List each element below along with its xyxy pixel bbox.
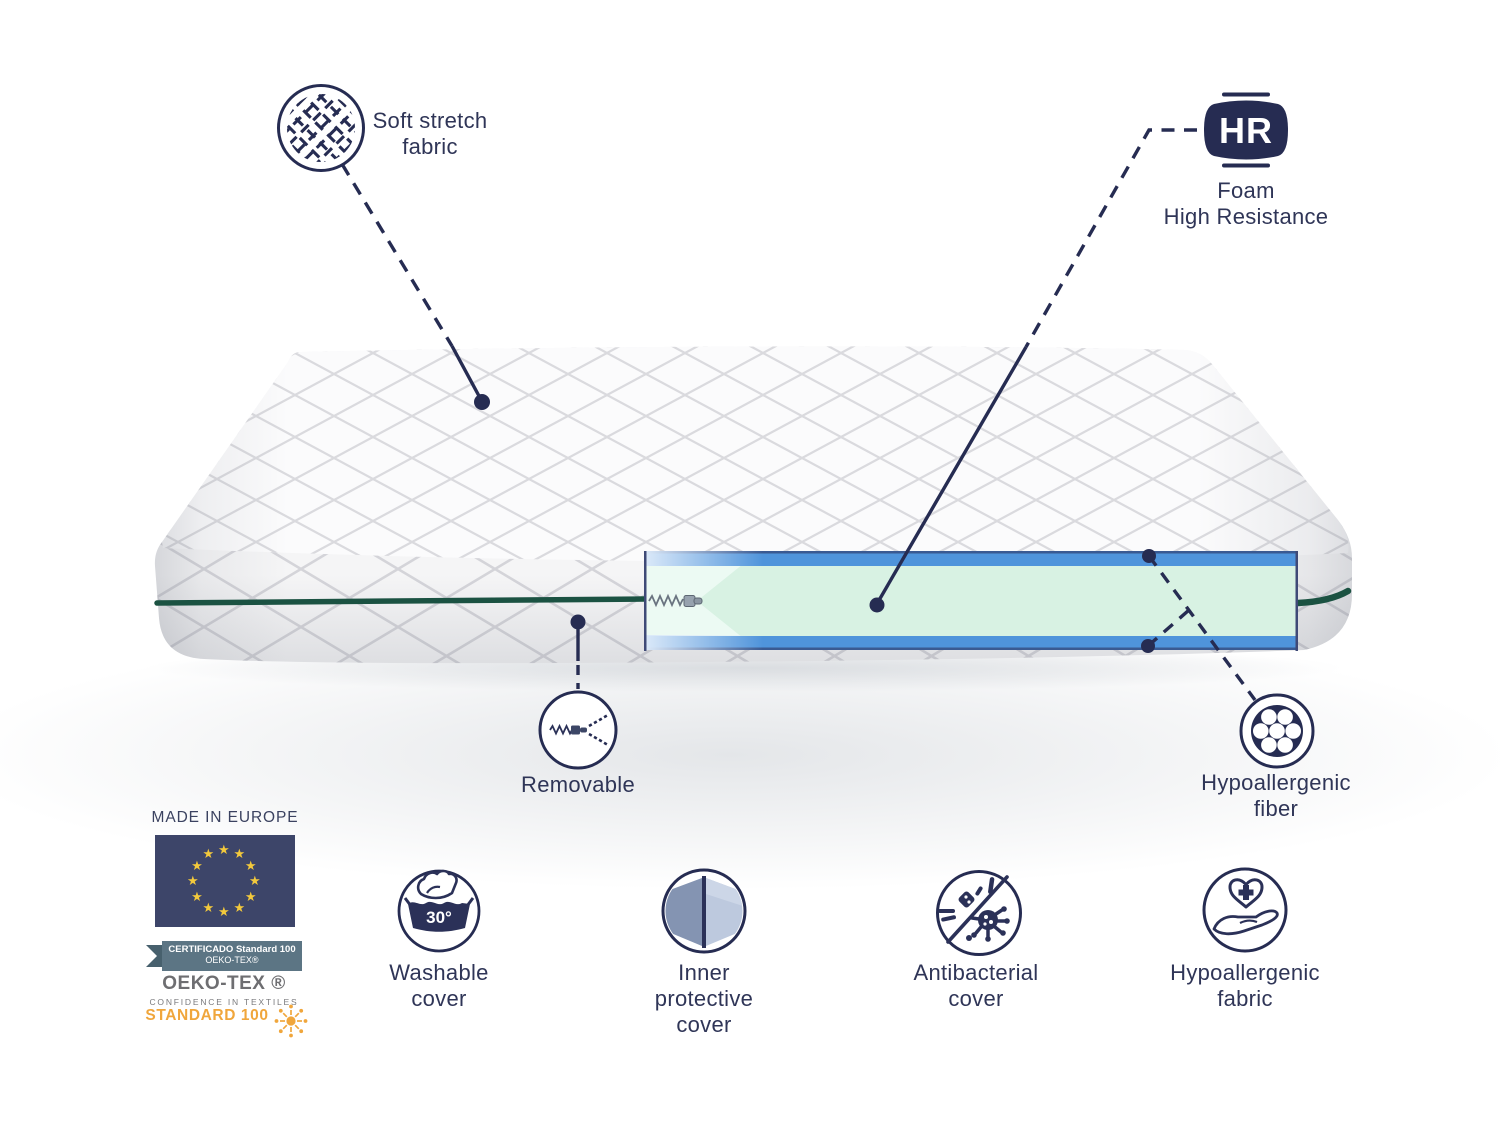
soft-stretch-fabric-icon [275, 82, 367, 179]
eu-flag-stars: ★★★★★★★★★★★★ [155, 835, 295, 927]
wash-temp-text: 30° [426, 908, 452, 927]
top-cover-layer [645, 552, 1297, 566]
eu-star: ★ [191, 888, 203, 904]
hypoallergenic-fabric-label: Hypoallergenic fabric [1170, 960, 1320, 1011]
ribbon-line1: CERTIFICADO Standard 100 [168, 944, 296, 955]
oeko-tex-brand: OEKO-TEX ® [162, 973, 286, 994]
inner-cover-layers-icon [661, 868, 747, 959]
eu-star: ★ [202, 899, 215, 915]
eu-flag: ★ ★★★★★★★★★★★★ [155, 835, 295, 927]
eu-star: ★ [244, 857, 257, 873]
washable-cover-label: Washable cover [389, 960, 489, 1011]
eu-star: ★ [218, 904, 230, 919]
wash-basin-30-icon: 30° [397, 869, 481, 958]
mattress-cutaway [644, 551, 1298, 651]
eu-star: ★ [249, 873, 261, 888]
eu-star: ★ [244, 888, 257, 904]
oeko-flower-icon [272, 1002, 310, 1045]
hr-foam-badge-icon: HR [1200, 90, 1292, 177]
hypoallergenic-fiber-icon [1238, 692, 1316, 775]
eu-star: ★ [233, 899, 246, 915]
eu-star: ★ [218, 842, 230, 857]
mattress-body [154, 346, 1352, 664]
foam-core-layer [645, 552, 1297, 650]
soft-stretch-fabric-label: Soft stretch fabric [372, 108, 488, 159]
removable-zipper-icon [538, 690, 618, 775]
eu-star: ★ [233, 846, 246, 862]
ribbon-line2: OEKO-TEX® [205, 955, 259, 965]
oeko-tex-tagline: CONFIDENCE IN TEXTILES [149, 997, 299, 1007]
oeko-standard-100: STANDARD 100 [145, 1007, 269, 1024]
eu-star: ★ [187, 873, 199, 888]
antibacterial-cover-label: Antibacterial cover [913, 960, 1039, 1011]
hr-badge-text: HR [1219, 110, 1273, 151]
eu-star: ★ [202, 846, 215, 862]
zipper-line-left [154, 596, 647, 606]
cutaway-zipper-icon [648, 593, 703, 608]
hr-foam-label: Foam High Resistance [1163, 178, 1329, 229]
inner-protective-cover-label: Inner protective cover [654, 960, 754, 1037]
zipper-line-right [1294, 587, 1352, 607]
hypoallergenic-fiber-label: Hypoallergenic fiber [1201, 770, 1351, 821]
made-in-europe-label: MADE IN EUROPE [151, 809, 299, 826]
oeko-certificate-ribbon: CERTIFICADO Standard 100 OEKO-TEX® [162, 941, 302, 971]
bottom-cover-layer [645, 636, 1297, 650]
no-bacteria-icon [935, 869, 1023, 962]
removable-label: Removable [521, 772, 635, 797]
hand-heart-icon [1202, 867, 1288, 958]
leader-lines [340, 128, 1257, 702]
eu-star: ★ [191, 857, 203, 873]
